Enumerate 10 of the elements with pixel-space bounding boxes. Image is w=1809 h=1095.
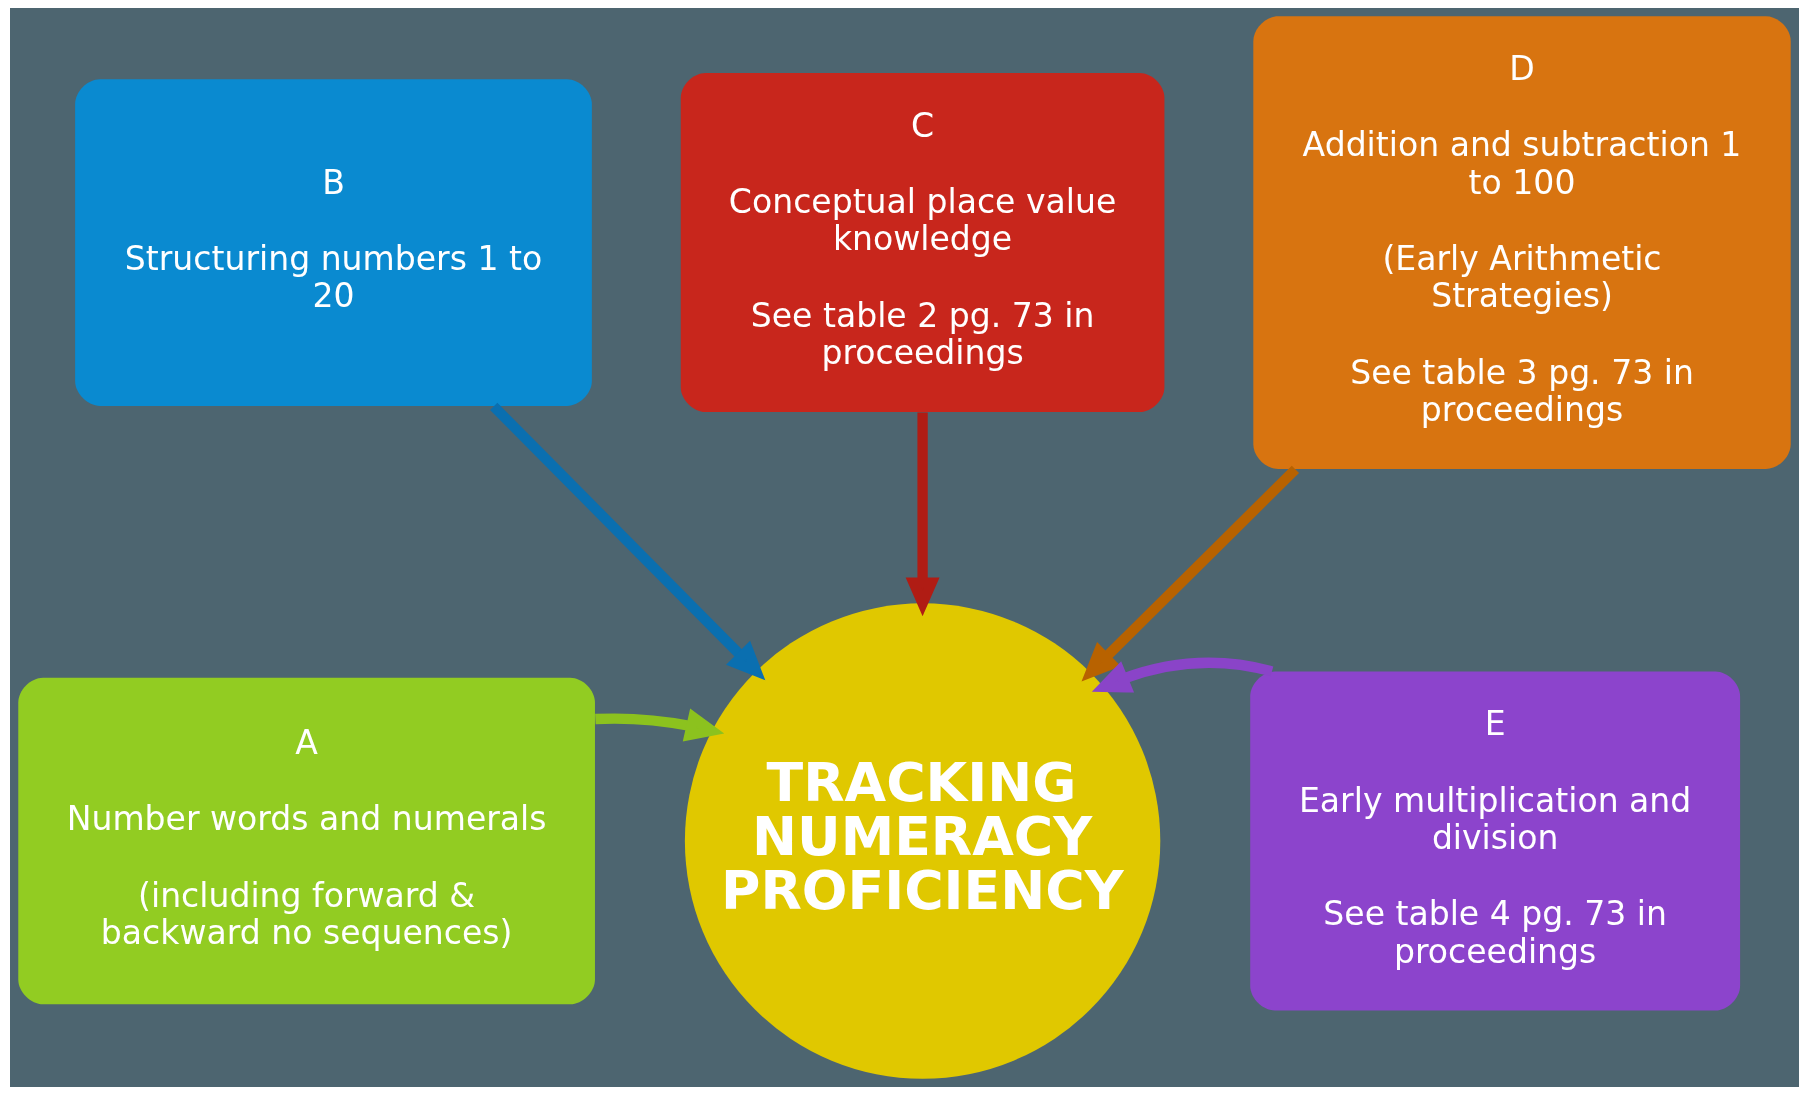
arrow bbox=[1081, 465, 1300, 682]
node-box: A Number words and numerals (including forward & backward no sequences) bbox=[18, 677, 595, 1005]
node-box: D Addition and subtraction 1 to 100 (Early Arithmetic Strategies) See table 3 pg. 73 in proceedings bbox=[1253, 16, 1791, 469]
node-box: C Conceptual place value knowledge See table 2 pg. 73 in proceedings bbox=[680, 73, 1165, 413]
arrow bbox=[490, 402, 766, 681]
arrow bbox=[905, 412, 940, 617]
arrow bbox=[1091, 657, 1274, 693]
arrow bbox=[595, 708, 725, 742]
node-box: B Structuring numbers 1 to 20 bbox=[75, 79, 592, 406]
node-box: E Early multiplication and division See table 4 pg. 73 in proceedings bbox=[1250, 671, 1741, 1011]
